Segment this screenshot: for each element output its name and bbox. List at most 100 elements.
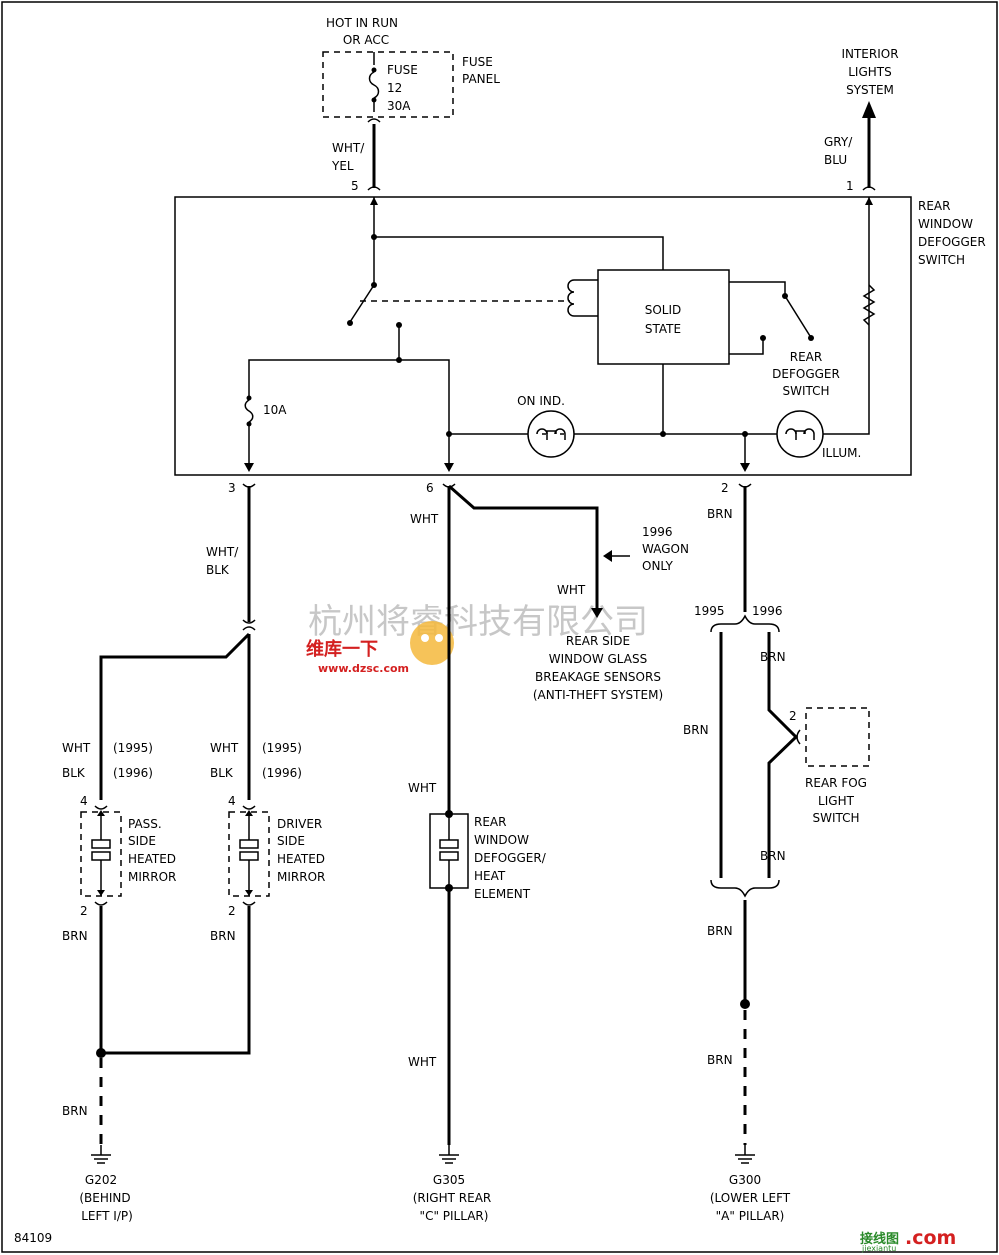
ground-icon-g202 xyxy=(91,1145,111,1164)
driver-mirror-label-3: HEATED xyxy=(277,852,325,866)
fuse-panel-box xyxy=(322,51,454,118)
interior-lights-label: INTERIOR xyxy=(841,47,898,61)
svg-text:接线图: 接线图 xyxy=(860,1231,899,1247)
pass-mirror-pin-2: 2 xyxy=(80,904,88,918)
illumination-lamp-icon xyxy=(776,410,824,458)
svg-text:jiexiantu: jiexiantu xyxy=(861,1244,896,1253)
pass-mirror-heater-icon xyxy=(91,810,111,896)
watermark-logo: 维库一下 www.dzsc.com xyxy=(306,621,454,675)
inner-switch-label-3: SWITCH xyxy=(782,384,829,398)
ground-g300-location-2: "A" PILLAR) xyxy=(716,1209,785,1223)
wire-label-wht-sensors: WHT xyxy=(557,583,586,597)
watermark-logo-text: 维库一下 xyxy=(306,638,378,660)
wire-to-pass-mirror xyxy=(99,632,251,800)
power-label-2: OR ACC xyxy=(343,33,389,47)
driver-mirror-wire-year-b: (1996) xyxy=(262,766,302,780)
defogger-switch-title: REAR xyxy=(918,199,950,213)
wire-label-brn-1996: BRN xyxy=(760,650,786,664)
wire-label-brn-1996-b: BRN xyxy=(760,849,786,863)
ground-icon-g300 xyxy=(735,1145,755,1164)
sensors-arrow-icon xyxy=(591,608,603,618)
connector-fuse-out xyxy=(367,118,381,123)
inner-switch-label-2: DEFOGGER xyxy=(772,367,840,381)
sensors-label-4: (ANTI-THEFT SYSTEM) xyxy=(533,688,663,702)
driver-mirror-label-2: SIDE xyxy=(277,834,305,848)
sensors-label-2: WINDOW GLASS xyxy=(549,652,647,666)
interior-lights-label-2: LIGHTS xyxy=(848,65,892,79)
heat-element-icon xyxy=(439,814,459,888)
illumination-label: ILLUM. xyxy=(822,446,861,460)
interior-lights-arrow-icon xyxy=(862,101,876,118)
on-indicator-label: ON IND. xyxy=(517,394,565,408)
fuse-rating: 30A xyxy=(387,99,411,113)
rear-fog-switch-box xyxy=(805,707,870,767)
fog-switch-connector xyxy=(796,729,801,745)
pin-6: 6 xyxy=(426,481,434,495)
wire-label-wht-2: WHT xyxy=(408,781,437,795)
ground-g305-label: G305 xyxy=(433,1173,465,1187)
fuse-panel-label-2: PANEL xyxy=(462,72,500,86)
wire-label-wht-blk-2: BLK xyxy=(206,563,230,577)
on-indicator-lamp-icon xyxy=(527,410,575,458)
inner-switch-label: REAR xyxy=(790,350,822,364)
ground-g202-location: (BEHIND xyxy=(79,1191,130,1205)
driver-mirror-wire-color: WHT xyxy=(210,741,239,755)
heat-element-label-2: WINDOW xyxy=(474,833,529,847)
heat-element-label-5: ELEMENT xyxy=(474,887,531,901)
defogger-switch-title-2: WINDOW xyxy=(918,217,973,231)
wire-label-wht-blk: WHT/ xyxy=(206,545,239,559)
driver-mirror-heater-icon xyxy=(239,810,259,896)
rear-fog-switch-label-2: LIGHT xyxy=(818,794,855,808)
wagon-pointer-icon xyxy=(603,550,612,562)
rear-fog-switch-label-3: SWITCH xyxy=(812,811,859,825)
split-1995: 1995 xyxy=(694,604,725,618)
ground-g202-label: G202 xyxy=(85,1173,117,1187)
rear-fog-switch-label: REAR FOG xyxy=(805,776,867,790)
ground-g202-location-2: LEFT I/P) xyxy=(81,1209,133,1223)
pass-mirror-wire-year-b: (1996) xyxy=(113,766,153,780)
defogger-switch-title-4: SWITCH xyxy=(918,253,965,267)
pin-5: 5 xyxy=(351,179,359,193)
ground-g300-location: (LOWER LEFT xyxy=(710,1191,791,1205)
splice-g300 xyxy=(740,999,750,1009)
pin-3: 3 xyxy=(228,481,236,495)
ground-g305-location: (RIGHT REAR xyxy=(413,1191,492,1205)
ground-g305-location-2: "C" PILLAR) xyxy=(420,1209,489,1223)
pass-mirror-brn-label: BRN xyxy=(62,929,88,943)
sensors-label: REAR SIDE xyxy=(566,634,630,648)
internal-wiring xyxy=(244,197,876,472)
pass-mirror-wire-color-2: BLK xyxy=(62,766,86,780)
split-bracket-bottom xyxy=(710,879,780,898)
svg-text:.com: .com xyxy=(905,1227,956,1249)
splice-connector-mirrors xyxy=(242,619,256,631)
defogger-switch-title-3: DEFOGGER xyxy=(918,235,986,249)
pass-mirror-label-3: HEATED xyxy=(128,852,176,866)
fuse-panel-label: FUSE xyxy=(462,55,493,69)
connector-pin-1 xyxy=(862,186,876,191)
split-1996: 1996 xyxy=(752,604,783,618)
wire-label-gry-blu: GRY/ xyxy=(824,135,853,149)
wire-label-wht-yel-2: YEL xyxy=(331,159,354,173)
heat-element-label: REAR xyxy=(474,815,506,829)
heat-element-label-3: DEFOGGER/ xyxy=(474,851,547,865)
ground-icon-g305 xyxy=(439,1145,459,1164)
driver-mirror-label: DRIVER xyxy=(277,817,322,831)
splice-g202 xyxy=(96,1048,106,1058)
wire-label-wht-yel: WHT/ xyxy=(332,141,365,155)
fuse-10a-label: 10A xyxy=(263,403,287,417)
solid-state-label-2: STATE xyxy=(645,322,681,336)
solid-state-module xyxy=(597,269,730,365)
ground-g300-label: G300 xyxy=(729,1173,761,1187)
pass-mirror-label-4: MIRROR xyxy=(128,870,176,884)
watermark-url: www.dzsc.com xyxy=(318,662,409,675)
pass-mirror-label-2: SIDE xyxy=(128,834,156,848)
wagon-note: 1996 xyxy=(642,525,673,539)
power-label: HOT IN RUN xyxy=(326,16,398,30)
solid-state-label: SOLID xyxy=(645,303,682,317)
pin-2: 2 xyxy=(721,481,729,495)
wire-label-brn-1995: BRN xyxy=(683,723,709,737)
driver-mirror-wire-year-a: (1995) xyxy=(262,741,302,755)
watermark-company: 杭州将睿科技有限公司 xyxy=(308,602,648,642)
